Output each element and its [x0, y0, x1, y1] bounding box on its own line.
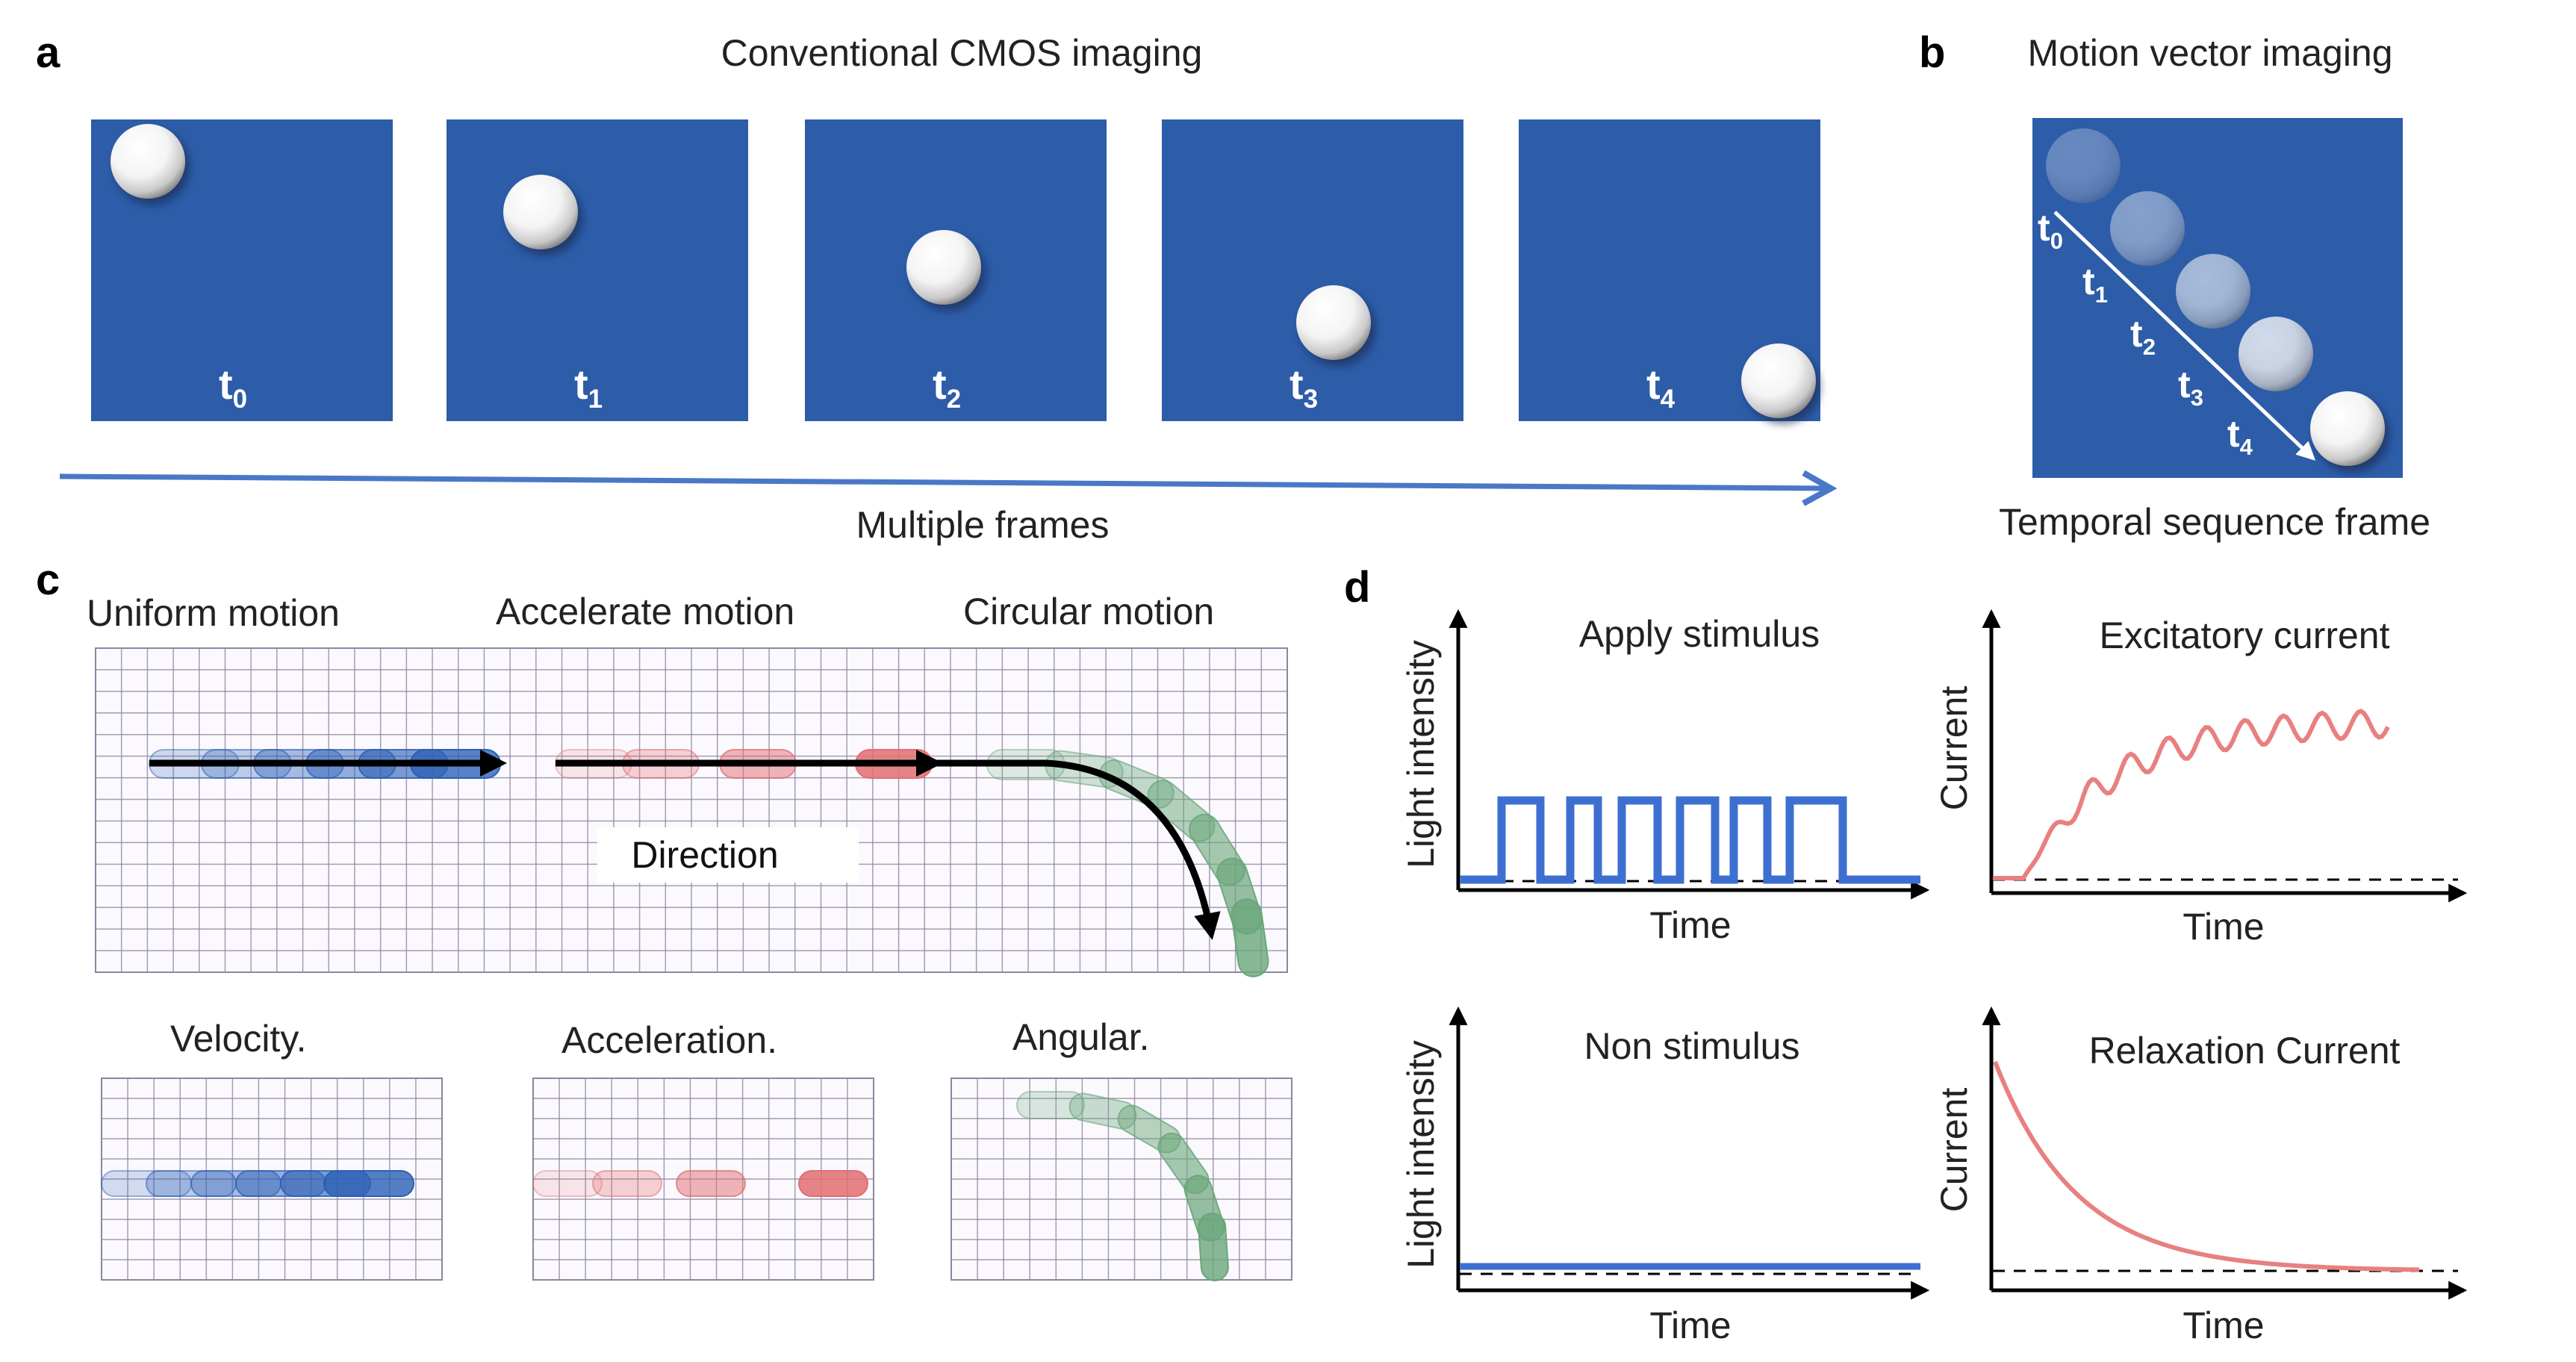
header-uniform-motion: Uniform motion — [87, 592, 340, 634]
plot1-title: Apply stimulus — [1579, 613, 1820, 655]
motion-capsule — [532, 1170, 603, 1197]
frame-time-label: t2 — [933, 361, 961, 414]
cmos-frame-3: t3 — [1162, 119, 1463, 421]
motion-capsule — [1198, 1213, 1229, 1281]
trace-time-label: t4 — [2227, 413, 2253, 460]
label-acceleration: Acceleration. — [561, 1019, 777, 1061]
motion-capsule — [1098, 759, 1175, 809]
cmos-frame-0: t0 — [91, 119, 393, 421]
motion-capsule — [323, 1170, 414, 1197]
motion-vector-arrow — [2053, 211, 2316, 461]
plot4-relaxation-curve — [1993, 1060, 2420, 1272]
motion-capsule — [592, 1170, 662, 1197]
ball-icon — [906, 230, 981, 305]
panel-b: b Motion vector imaging t0 t1 t2 t3 t4 Tempo… — [1919, 28, 2430, 543]
direction-label-bg — [597, 827, 859, 883]
ball-icon — [1741, 343, 1816, 418]
panel-c-letter: c — [36, 556, 60, 604]
trace-ball-icon — [2110, 191, 2185, 266]
plot4-xlabel: Time — [2183, 1305, 2264, 1346]
direction-label: Direction — [631, 834, 778, 876]
frame-time-label: t4 — [1646, 361, 1676, 414]
plot2-ylabel: Current — [1933, 686, 1975, 811]
motion-grid-main — [95, 647, 1288, 973]
frames-axis-arrow — [59, 476, 1828, 488]
plot1-square-wave — [1460, 796, 1920, 884]
frame-time-label: t3 — [1289, 361, 1318, 414]
trace-time-label: t0 — [2038, 207, 2063, 254]
plot2-xlabel: Time — [2183, 906, 2264, 948]
plot1-xlabel: Time — [1649, 904, 1731, 946]
ball-icon — [503, 175, 578, 249]
panel-b-caption: Temporal sequence frame — [1999, 501, 2430, 543]
trace-ball-icon — [2239, 317, 2313, 391]
frame-background — [1162, 119, 1463, 421]
frames-axis-label: Multiple frames — [856, 504, 1110, 546]
label-velocity: Velocity. — [170, 1018, 307, 1060]
trace-ball-icon — [2176, 254, 2250, 329]
plot-excitatory-current: Excitatory current Current Time — [1933, 609, 2468, 948]
panel-b-letter: b — [1919, 28, 1945, 77]
ball-icon — [1296, 285, 1371, 360]
frame-background — [447, 119, 748, 421]
frame-time-label: t1 — [574, 361, 603, 414]
panel-d-letter: d — [1344, 563, 1370, 612]
panel-c: c Uniform motion Accelerate motion Circu… — [36, 556, 1292, 1281]
panel-a-letter: a — [36, 28, 60, 77]
trace-ball-icon — [2310, 391, 2385, 466]
plot-apply-stimulus: Apply stimulus Light intensity Time — [1400, 609, 1930, 946]
panel-d: d Apply stimulus Light intensity Time Ex… — [1344, 563, 2468, 1346]
header-accelerate-motion: Accelerate motion — [496, 591, 794, 632]
circular-direction-arrow — [936, 759, 1221, 940]
trace-time-label: t1 — [2082, 261, 2108, 308]
plot4-title: Relaxation Current — [2089, 1030, 2401, 1072]
cmos-frame-2: t2 — [805, 119, 1107, 421]
plot2-title: Excitatory current — [2099, 615, 2389, 656]
plot1-ylabel: Light intensity — [1400, 640, 1442, 868]
frame-time-label: t0 — [219, 361, 247, 414]
panel-b-title: Motion vector imaging — [2027, 32, 2392, 74]
cmos-frame-4: t4 — [1519, 119, 1820, 421]
label-angular: Angular. — [1012, 1016, 1149, 1058]
trace-ball-icon — [2046, 128, 2121, 203]
plot3-xlabel: Time — [1649, 1305, 1731, 1346]
plot2-excitatory-curve — [1993, 709, 2390, 880]
panel-a-title: Conventional CMOS imaging — [721, 32, 1203, 74]
grid-angular — [951, 1078, 1292, 1281]
trace-time-label: t3 — [2178, 364, 2203, 411]
plot4-ylabel: Current — [1933, 1088, 1975, 1213]
trace-time-label: t2 — [2130, 313, 2156, 360]
plot3-ylabel: Light intensity — [1400, 1040, 1442, 1269]
ball-icon — [111, 124, 185, 199]
cmos-frame-1: t1 — [447, 119, 748, 421]
plot-non-stimulus: Non stimulus Light intensity Time — [1400, 1006, 1930, 1346]
panel-a: a Conventional CMOS imaging t0 t1 t2 t3 t4 M… — [36, 28, 1828, 546]
plot-relaxation-current: Relaxation Current Current Time — [1933, 1006, 2468, 1346]
plot3-title: Non stimulus — [1584, 1025, 1800, 1067]
motion-capsule — [676, 1170, 746, 1197]
motion-capsule — [1016, 1091, 1085, 1119]
motion-capsule — [1231, 898, 1269, 977]
motion-capsule — [798, 1170, 868, 1197]
motion-capsule — [1068, 1092, 1137, 1130]
header-circular-motion: Circular motion — [963, 591, 1214, 632]
